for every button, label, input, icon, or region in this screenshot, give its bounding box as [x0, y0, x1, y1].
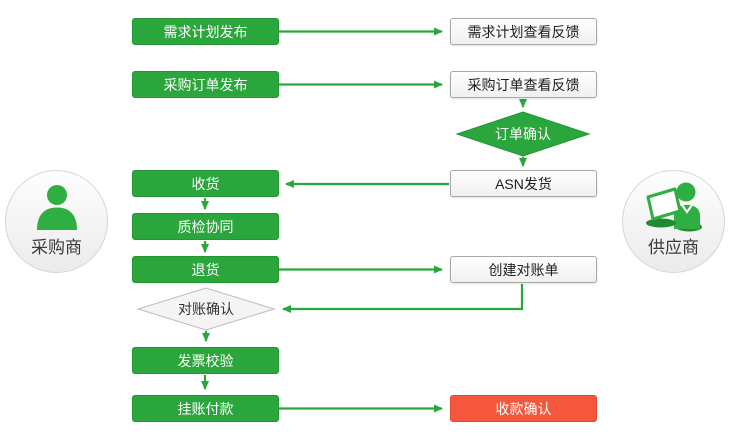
actor-supplier-label: 供应商: [648, 238, 699, 257]
node-create-statement: 创建对账单: [450, 256, 597, 283]
node-return-goods: 退货: [132, 256, 279, 283]
node-invoice-verification: 发票校验: [132, 347, 279, 374]
edge-statement-to-reconcile: [282, 284, 524, 313]
node-demand-plan-publish: 需求计划发布: [132, 18, 279, 45]
node-asn-shipment: ASN发货: [450, 170, 597, 197]
node-demand-plan-feedback: 需求计划查看反馈: [450, 18, 597, 45]
decision-order-confirm-shape: [455, 111, 591, 157]
node-receive-goods: 收货: [132, 170, 279, 197]
node-purchase-order-publish: 采购订单发布: [132, 71, 279, 98]
actor-buyer-label: 采购商: [31, 238, 82, 257]
node-payment-on-account: 挂账付款: [132, 395, 279, 422]
node-receipt-confirm: 收款确认: [450, 395, 597, 422]
person-laptop-icon: [644, 182, 704, 232]
actor-supplier: 供应商: [622, 170, 725, 273]
node-purchase-order-feedback: 采购订单查看反馈: [450, 71, 597, 98]
actor-buyer: 采购商: [5, 170, 108, 273]
person-icon: [35, 183, 79, 231]
decision-reconciliation-shape: [136, 287, 276, 331]
node-quality-inspection: 质检协同: [132, 213, 279, 240]
